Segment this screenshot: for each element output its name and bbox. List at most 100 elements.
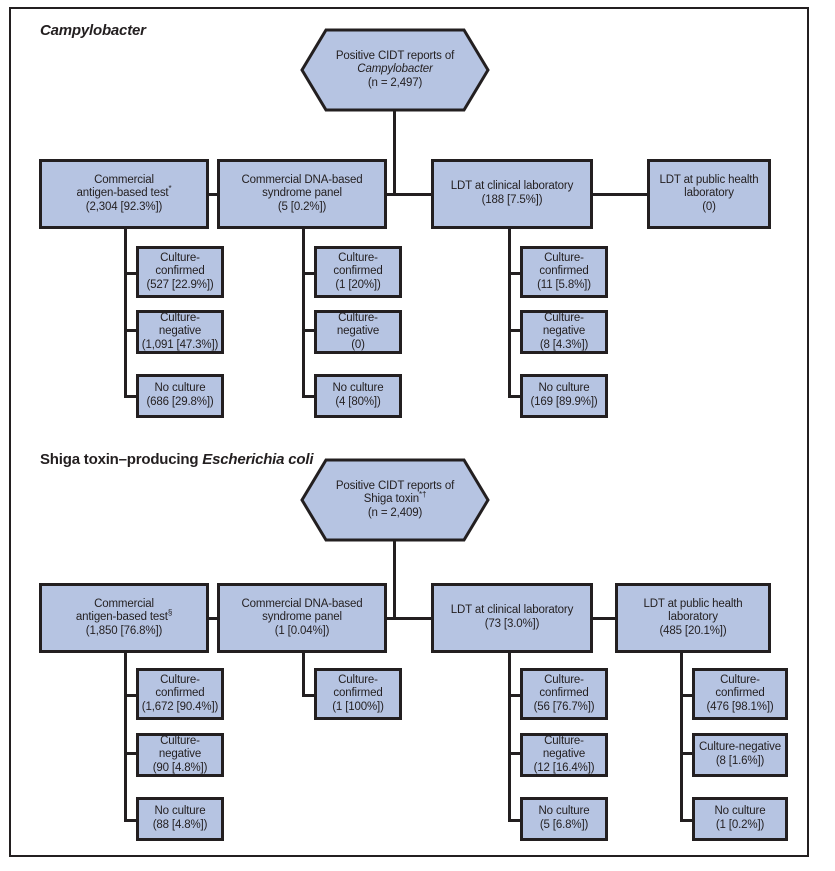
outcome-line-1: Culture- xyxy=(544,251,584,264)
outcome-node-culture-confirmed-c2-stec[interactable]: Culture- confirmed (56 [76.7%]) xyxy=(520,668,608,720)
section-title-text: Campylobacter xyxy=(40,22,146,39)
node-commercial-antigen-based-test-stec[interactable]: Commercial antigen-based test§ (1,850 [7… xyxy=(39,583,209,653)
node-line-1: Commercial xyxy=(94,173,154,186)
outcome-value: (5 [6.8%]) xyxy=(539,819,589,831)
connector-stub xyxy=(508,694,522,697)
node-label: Commercial DNA-based syndrome panel (1 [… xyxy=(240,598,365,639)
section-title-italic: Escherichia coli xyxy=(202,451,314,468)
node-label: LDT at clinical laboratory (188 [7.5%]) xyxy=(449,180,575,207)
outcome-value: (56 [76.7%]) xyxy=(533,700,595,713)
outcome-line-1: Culture-negative xyxy=(542,734,586,761)
root-node-label: Positive CIDT reports of Shiga toxin*† (… xyxy=(336,480,454,521)
node-line-1: LDT at clinical laboratory xyxy=(450,180,574,193)
section-title-prefix: Shiga toxin–producing xyxy=(40,451,203,468)
outcome-line-1: No culture xyxy=(332,382,384,395)
outcome-node-no-culture-c2-stec[interactable]: No culture (5 [6.8%]) xyxy=(520,797,608,841)
outcome-line-2: confirmed xyxy=(155,265,205,278)
outcome-node-culture-confirmed-a1-campylobacter[interactable]: Culture- confirmed (527 [22.9%]) xyxy=(136,246,224,298)
node-ldt-at-clinical-laboratory-stec[interactable]: LDT at clinical laboratory (73 [3.0%]) xyxy=(431,583,593,653)
connector-stub xyxy=(508,329,522,332)
connector-stub xyxy=(680,694,694,697)
outcome-node-culture-confirmed-a2-stec[interactable]: Culture- confirmed (1,672 [90.4%]) xyxy=(136,668,224,720)
outcome-node-culture-negative-c1-campylobacter[interactable]: Culture-negative (8 [4.3%]) xyxy=(520,310,608,354)
outcome-value: (1 [0.2%]) xyxy=(715,819,765,831)
footnote-marker: *† xyxy=(418,490,427,500)
outcome-value: (1 [100%]) xyxy=(332,700,384,713)
outcome-node-no-culture-d2-stec[interactable]: No culture (1 [0.2%]) xyxy=(692,797,788,841)
root-line-1: Positive CIDT reports of xyxy=(335,479,455,492)
node-label: Commercial antigen-based test* (2,304 [9… xyxy=(75,174,174,215)
node-label: Culture-negative (90 [4.8%]) xyxy=(139,735,221,776)
connector-stub xyxy=(508,395,522,398)
node-label: Culture- confirmed (11 [5.8%]) xyxy=(535,252,593,293)
connector-outcome-spine-a1-campylobacter xyxy=(124,228,127,398)
node-label: No culture (5 [6.8%]) xyxy=(537,805,592,832)
node-commercial-antigen-based-test-campylobacter[interactable]: Commercial antigen-based test* (2,304 [9… xyxy=(39,159,209,229)
node-label: Culture- confirmed (56 [76.7%]) xyxy=(532,674,597,715)
figure-border xyxy=(9,7,809,857)
node-commercial-dna-based-syndrome-panel-stec[interactable]: Commercial DNA-based syndrome panel (1 [… xyxy=(217,583,387,653)
outcome-node-culture-confirmed-b1-campylobacter[interactable]: Culture- confirmed (1 [20%]) xyxy=(314,246,402,298)
outcome-node-culture-negative-d2-stec[interactable]: Culture-negative (8 [1.6%]) xyxy=(692,733,788,777)
connector-stub xyxy=(124,819,138,822)
connector-stub xyxy=(124,329,138,332)
connector-stub xyxy=(124,694,138,697)
outcome-line-1: Culture- xyxy=(720,673,760,686)
node-line-2: syndrome panel xyxy=(262,187,342,200)
outcome-value: (8 [1.6%]) xyxy=(715,755,765,767)
node-line-3: (5 [0.2%]) xyxy=(277,200,327,213)
root-node-stec: Positive CIDT reports of Shiga toxin*† (… xyxy=(300,458,490,542)
outcome-line-1: Culture-negative xyxy=(336,311,380,338)
node-ldt-at-public-health-laboratory-stec[interactable]: LDT at public health laboratory (485 [20… xyxy=(615,583,771,653)
node-line-3: (1 [0.04%]) xyxy=(274,624,330,637)
outcome-value: (90 [4.8%]) xyxy=(152,761,208,774)
root-node-campylobacter: Positive CIDT reports of Campylobacter (… xyxy=(300,28,490,112)
outcome-value: (11 [5.8%]) xyxy=(537,278,591,291)
connector-outcome-spine-d2-stec xyxy=(680,652,683,822)
node-label: No culture (686 [29.8%]) xyxy=(144,382,215,409)
node-ldt-at-public-health-laboratory-campylobacter[interactable]: LDT at public health laboratory (0) xyxy=(647,159,771,229)
outcome-node-culture-confirmed-d2-stec[interactable]: Culture- confirmed (476 [98.1%]) xyxy=(692,668,788,720)
node-label: Commercial DNA-based syndrome panel (5 [… xyxy=(240,174,365,215)
outcome-line-2: confirmed xyxy=(539,687,589,700)
outcome-line-1: Culture-negative xyxy=(699,741,781,754)
node-label: No culture (169 [89.9%]) xyxy=(528,382,599,409)
outcome-line-2: confirmed xyxy=(333,687,383,700)
connector-stub xyxy=(124,272,138,275)
node-label: Culture- confirmed (527 [22.9%]) xyxy=(144,252,215,293)
outcome-node-culture-negative-a1-campylobacter[interactable]: Culture-negative (1,091 [47.3%]) xyxy=(136,310,224,354)
node-line-1: Commercial xyxy=(94,597,154,610)
connector-method-bus-right-campylobacter xyxy=(585,193,655,196)
outcome-node-culture-negative-a2-stec[interactable]: Culture-negative (90 [4.8%]) xyxy=(136,733,224,777)
outcome-node-no-culture-a1-campylobacter[interactable]: No culture (686 [29.8%]) xyxy=(136,374,224,418)
section-title-stec: Shiga toxin–producing Escherichia coli xyxy=(40,451,314,468)
outcome-node-no-culture-b1-campylobacter[interactable]: No culture (4 [80%]) xyxy=(314,374,402,418)
connector-stub xyxy=(680,752,694,755)
hexagon-shape xyxy=(300,458,490,542)
node-line-2: laboratory xyxy=(668,611,718,624)
node-label: Culture- confirmed (1 [100%]) xyxy=(330,674,386,715)
outcome-value: (4 [80%]) xyxy=(335,396,381,408)
outcome-node-culture-confirmed-b2-stec[interactable]: Culture- confirmed (1 [100%]) xyxy=(314,668,402,720)
connector-outcome-spine-c1-campylobacter xyxy=(508,228,511,398)
outcome-line-2: confirmed xyxy=(155,687,205,700)
connector-stub xyxy=(124,395,138,398)
root-line-1: Positive CIDT reports of xyxy=(335,49,455,62)
outcome-line-1: No culture xyxy=(714,805,766,818)
outcome-node-culture-negative-b1-campylobacter[interactable]: Culture-negative (0) xyxy=(314,310,402,354)
connector-root-trunk-campylobacter xyxy=(393,111,396,195)
outcome-node-no-culture-a2-stec[interactable]: No culture (88 [4.8%]) xyxy=(136,797,224,841)
connector-stub xyxy=(302,272,316,275)
outcome-line-1: Culture- xyxy=(338,251,378,264)
node-ldt-at-clinical-laboratory-campylobacter[interactable]: LDT at clinical laboratory (188 [7.5%]) xyxy=(431,159,593,229)
outcome-node-culture-confirmed-c1-campylobacter[interactable]: Culture- confirmed (11 [5.8%]) xyxy=(520,246,608,298)
node-commercial-dna-based-syndrome-panel-campylobacter[interactable]: Commercial DNA-based syndrome panel (5 [… xyxy=(217,159,387,229)
node-label: No culture (88 [4.8%]) xyxy=(151,805,210,832)
outcome-value: (527 [22.9%]) xyxy=(146,278,214,291)
outcome-node-culture-negative-c2-stec[interactable]: Culture-negative (12 [16.4%]) xyxy=(520,733,608,777)
outcome-line-1: Culture-negative xyxy=(158,734,202,761)
outcome-line-1: Culture- xyxy=(160,251,200,264)
outcome-node-no-culture-c1-campylobacter[interactable]: No culture (169 [89.9%]) xyxy=(520,374,608,418)
outcome-value: (1,091 [47.3%]) xyxy=(141,338,219,351)
node-label: Culture-negative (1,091 [47.3%]) xyxy=(139,312,221,353)
